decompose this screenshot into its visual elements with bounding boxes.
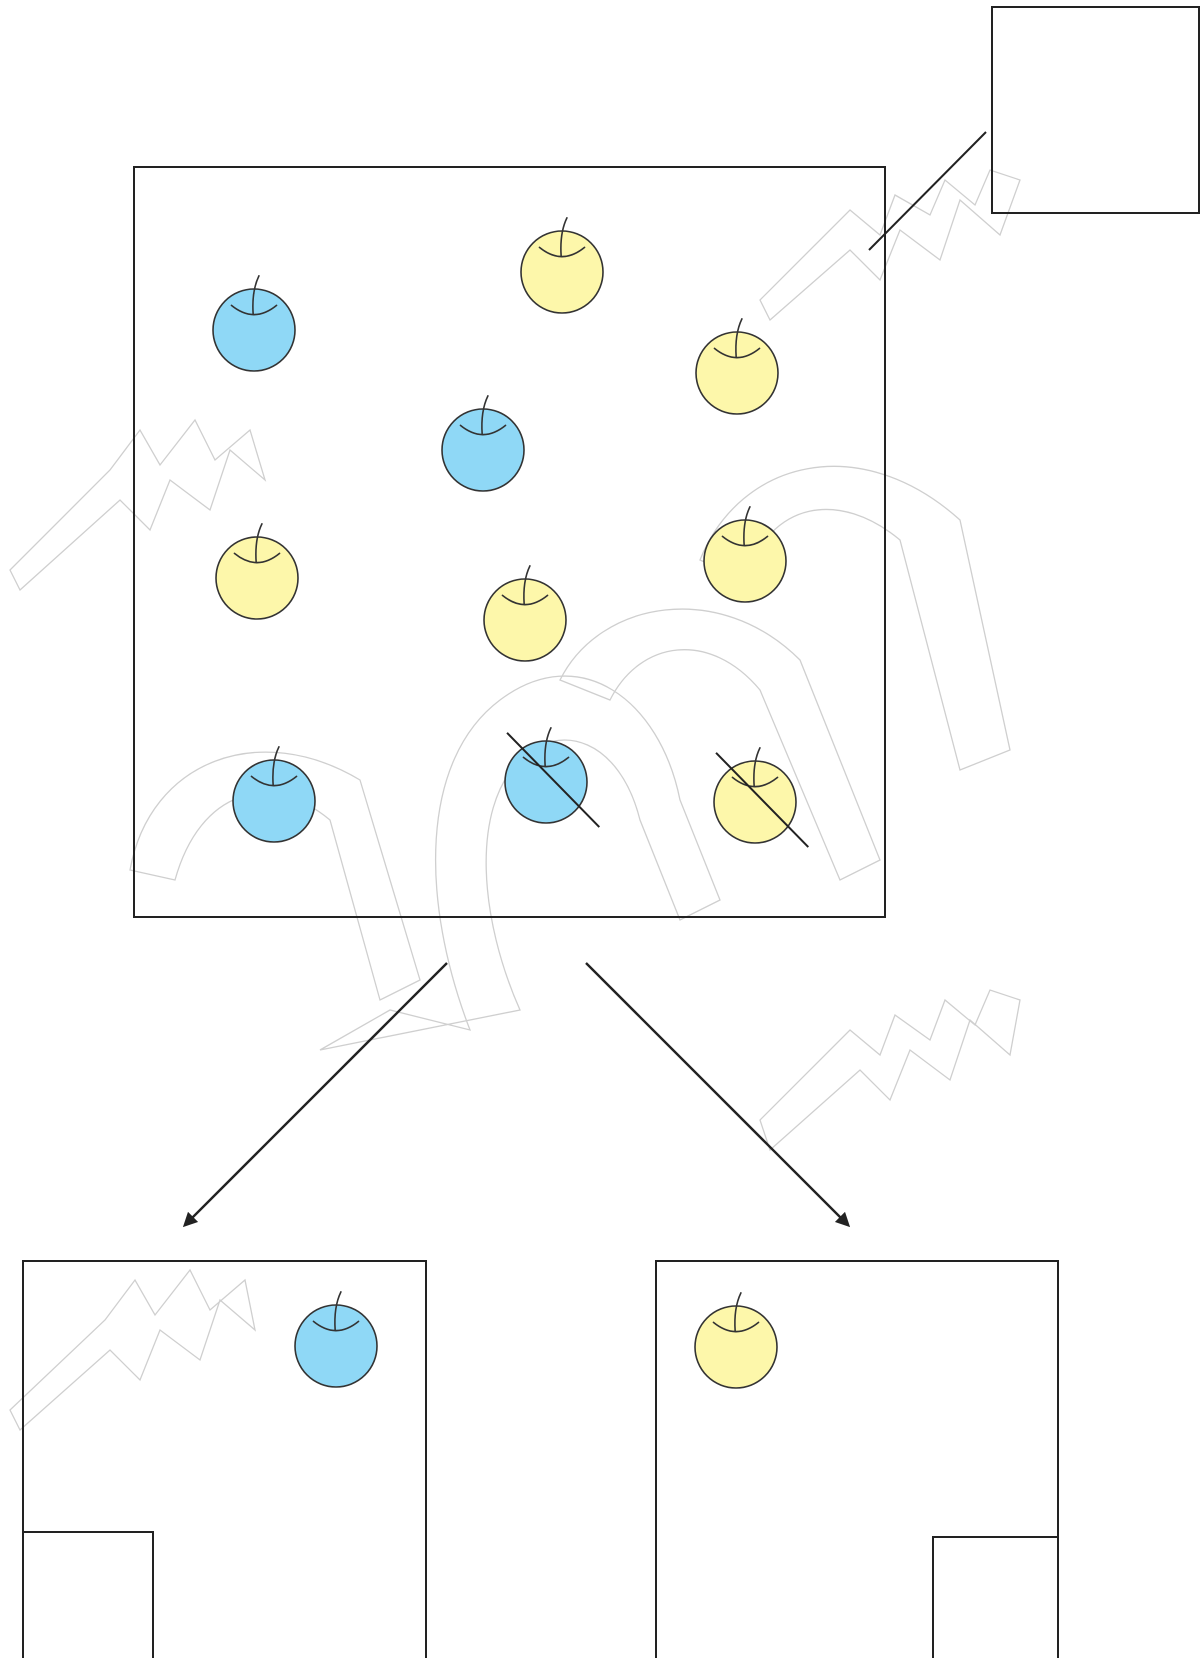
apple-top-curve [459,424,507,436]
yellow-apple-icon [520,230,604,314]
apple-stem [255,523,263,564]
apple-stem [753,747,761,788]
main-apple-8 [232,746,316,843]
apple-stem [523,565,531,606]
apple-stem [334,1291,342,1332]
cross-out-mark [506,732,601,828]
apple-top-curve [713,347,761,359]
yellow-apple-icon [695,331,779,415]
apple-top-curve [538,246,586,258]
blue-apple-icon [441,408,525,492]
apple-stem [252,275,260,316]
left-answer-slot[interactable] [22,1531,154,1658]
yellow-apple-icon [713,760,797,844]
yellow-apple-icon [483,578,567,662]
right-apple-group [694,1292,778,1389]
main-apple-10 [713,747,810,848]
apple-top-curve [712,1321,760,1333]
right-apple-1 [694,1292,778,1389]
right-answer-slot[interactable] [932,1536,1059,1658]
main-apple-2 [520,217,604,314]
apple-top-curve [522,756,570,768]
yellow-apple-icon [215,536,299,620]
apple-stem [560,217,568,258]
apple-top-curve [721,535,769,547]
apple-stem [272,746,280,787]
main-apple-5 [215,523,299,620]
main-apple-1 [212,275,296,372]
main-apple-7 [703,506,787,603]
right-group-box [655,1260,1059,1658]
apple-stem [481,395,489,436]
left-apple-1 [294,1291,378,1388]
blue-apple-icon [294,1304,378,1388]
apple-stem [735,318,743,359]
main-apple-box [133,166,886,918]
arrow-to-right-box [585,962,851,1228]
yellow-apple-icon [694,1305,778,1389]
blue-apple-icon [504,740,588,824]
apple-top-curve [312,1320,360,1332]
apple-top-curve [230,304,278,316]
left-group-box [22,1260,427,1658]
answer-box[interactable] [991,6,1200,214]
apple-top-curve [501,594,549,606]
apple-stem [734,1292,742,1333]
watermark [9,169,1021,1432]
blue-apple-icon [232,759,316,843]
left-apple-group [294,1291,378,1388]
main-apple-9 [504,727,601,828]
main-apple-group [212,217,810,848]
apple-stem [743,506,751,547]
yellow-apple-icon [703,519,787,603]
apple-top-curve [233,552,281,564]
arrow-to-left-box [182,962,448,1228]
main-apple-3 [695,318,779,415]
apple-top-curve [731,776,779,788]
blue-apple-icon [212,288,296,372]
apple-stem [544,727,552,768]
main-apple-4 [441,395,525,492]
apple-top-curve [250,775,298,787]
cross-out-mark [715,752,810,848]
main-apple-6 [483,565,567,662]
connector-line [868,131,987,251]
